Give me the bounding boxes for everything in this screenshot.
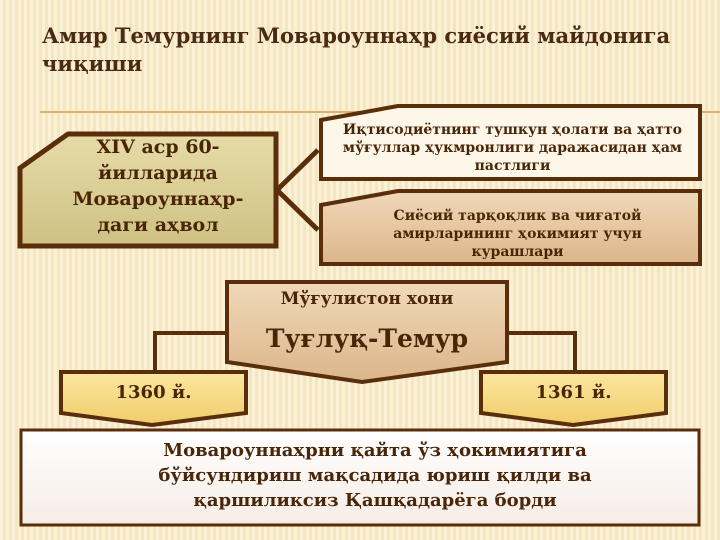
left-box-shape xyxy=(17,131,279,249)
year-left: 1360 й. xyxy=(115,382,192,403)
top-right-box-shape xyxy=(319,104,702,181)
center-box-subtitle: Мўғулистон хони xyxy=(280,289,454,309)
left-box: XIV аср 60- йилларида Мовароуннаҳр- даги… xyxy=(40,134,276,238)
left-box-line: даги аҳвол xyxy=(97,214,219,236)
left-box-line: XIV аср 60- xyxy=(96,136,220,158)
center-box-name: Туғлуқ-Темур xyxy=(265,324,469,353)
bottom-right-box-shape xyxy=(319,189,702,266)
bottom-right-box-text: Сиёсий тарқоқлик ва чиғатой амирларининг… xyxy=(393,208,642,260)
arrow-down xyxy=(275,188,320,232)
year-right-shape xyxy=(479,370,668,428)
connector-right xyxy=(508,331,577,372)
year-left-shape xyxy=(59,370,248,428)
left-box-line: йилларида xyxy=(98,162,218,184)
top-right-box-text: Иқтисодиётнинг тушкун ҳолати ва ҳатто мў… xyxy=(342,122,683,174)
arrow-up xyxy=(275,148,320,192)
connector-left xyxy=(153,331,226,372)
bottom-box-text: Мовароуннаҳрни қайта ўз ҳокимиятига бўйс… xyxy=(158,440,592,511)
bottom-box-shape xyxy=(19,428,701,527)
year-right: 1361 й. xyxy=(535,382,612,403)
center-box-shape xyxy=(225,280,509,385)
left-box-line: Мовароуннаҳр- xyxy=(72,188,244,210)
slide-title: Амир Темурнинг Мовароуннаҳр сиёсий майдо… xyxy=(42,23,671,76)
